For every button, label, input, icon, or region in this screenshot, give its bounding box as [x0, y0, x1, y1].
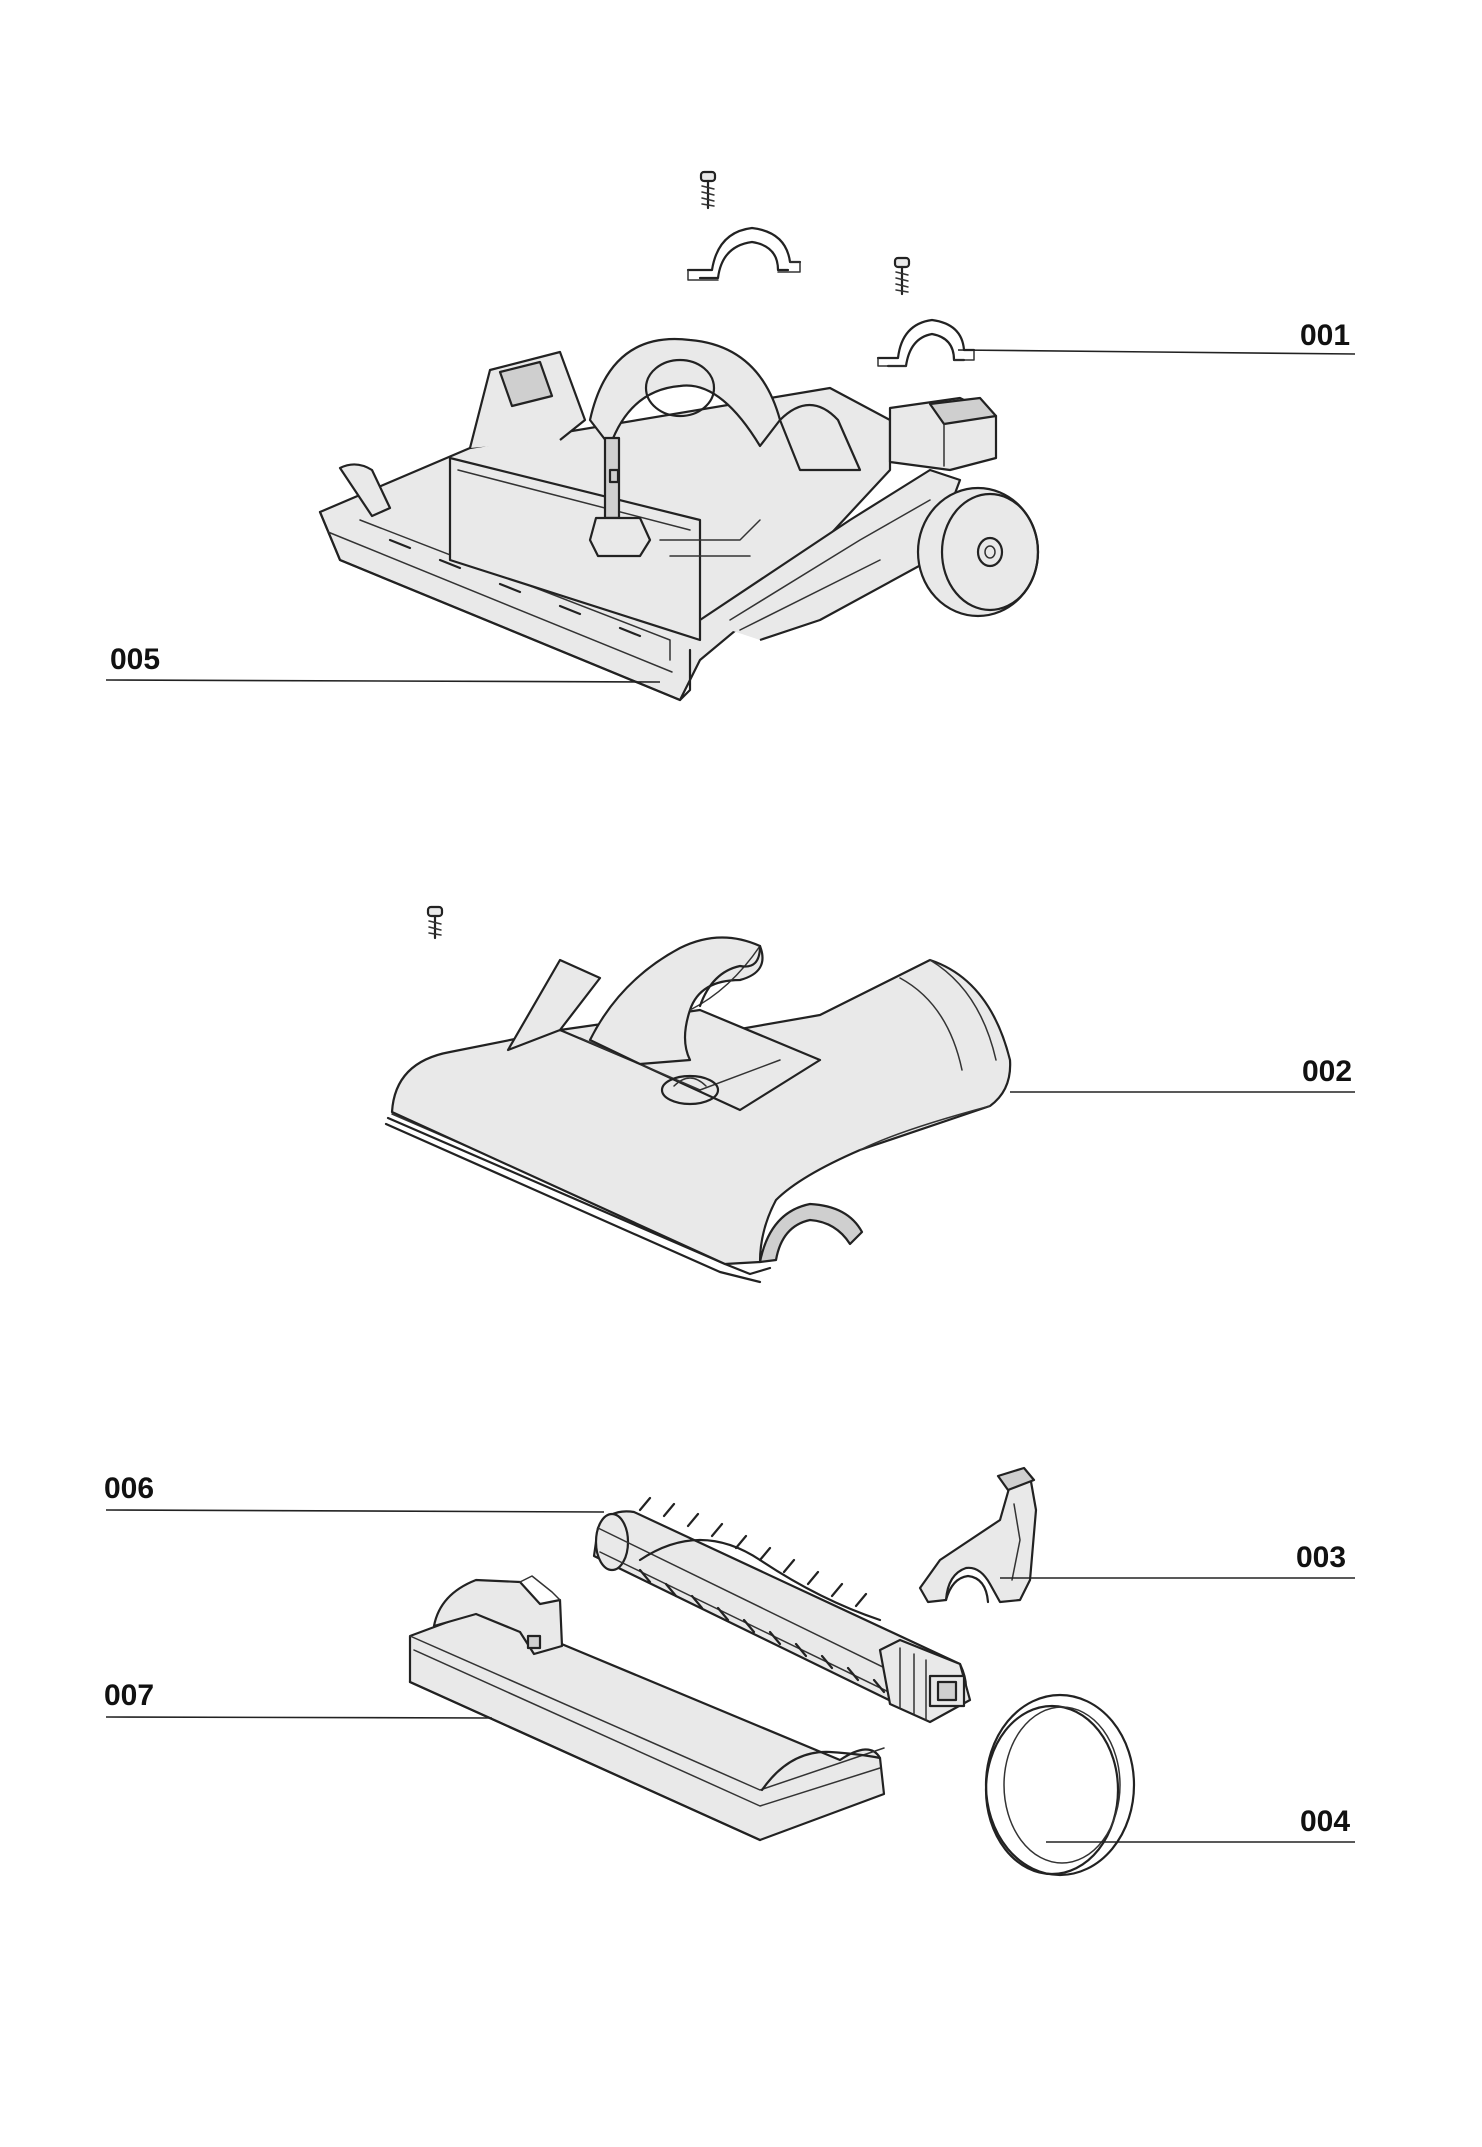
callout-007: 007	[104, 1679, 154, 1712]
clamp-bracket-icon	[876, 318, 976, 368]
callout-006: 006	[104, 1472, 154, 1505]
wheel-icon	[916, 486, 1040, 618]
callout-003: 003	[1296, 1541, 1346, 1574]
callout-004: 004	[1300, 1805, 1350, 1838]
part-base-housing	[318, 170, 1040, 702]
clamp-bracket-icon	[686, 226, 802, 281]
part-drive-belt	[984, 1693, 1136, 1877]
part-hood-cover	[384, 905, 1012, 1284]
part-brush-roll	[592, 1496, 972, 1724]
part-bottom-tray	[408, 1575, 886, 1842]
leader-005	[105, 679, 661, 683]
screw-icon	[426, 905, 444, 940]
leader-lines	[105, 349, 1356, 1843]
screw-icon	[699, 170, 717, 210]
callout-005: 005	[110, 643, 160, 676]
screw-icon	[893, 256, 911, 296]
callout-002: 002	[1302, 1055, 1352, 1088]
leader-006	[105, 1509, 605, 1513]
callout-001: 001	[1300, 319, 1350, 352]
leader-001	[957, 349, 1356, 355]
part-end-bracket	[918, 1466, 1038, 1604]
leader-007	[105, 1716, 493, 1719]
